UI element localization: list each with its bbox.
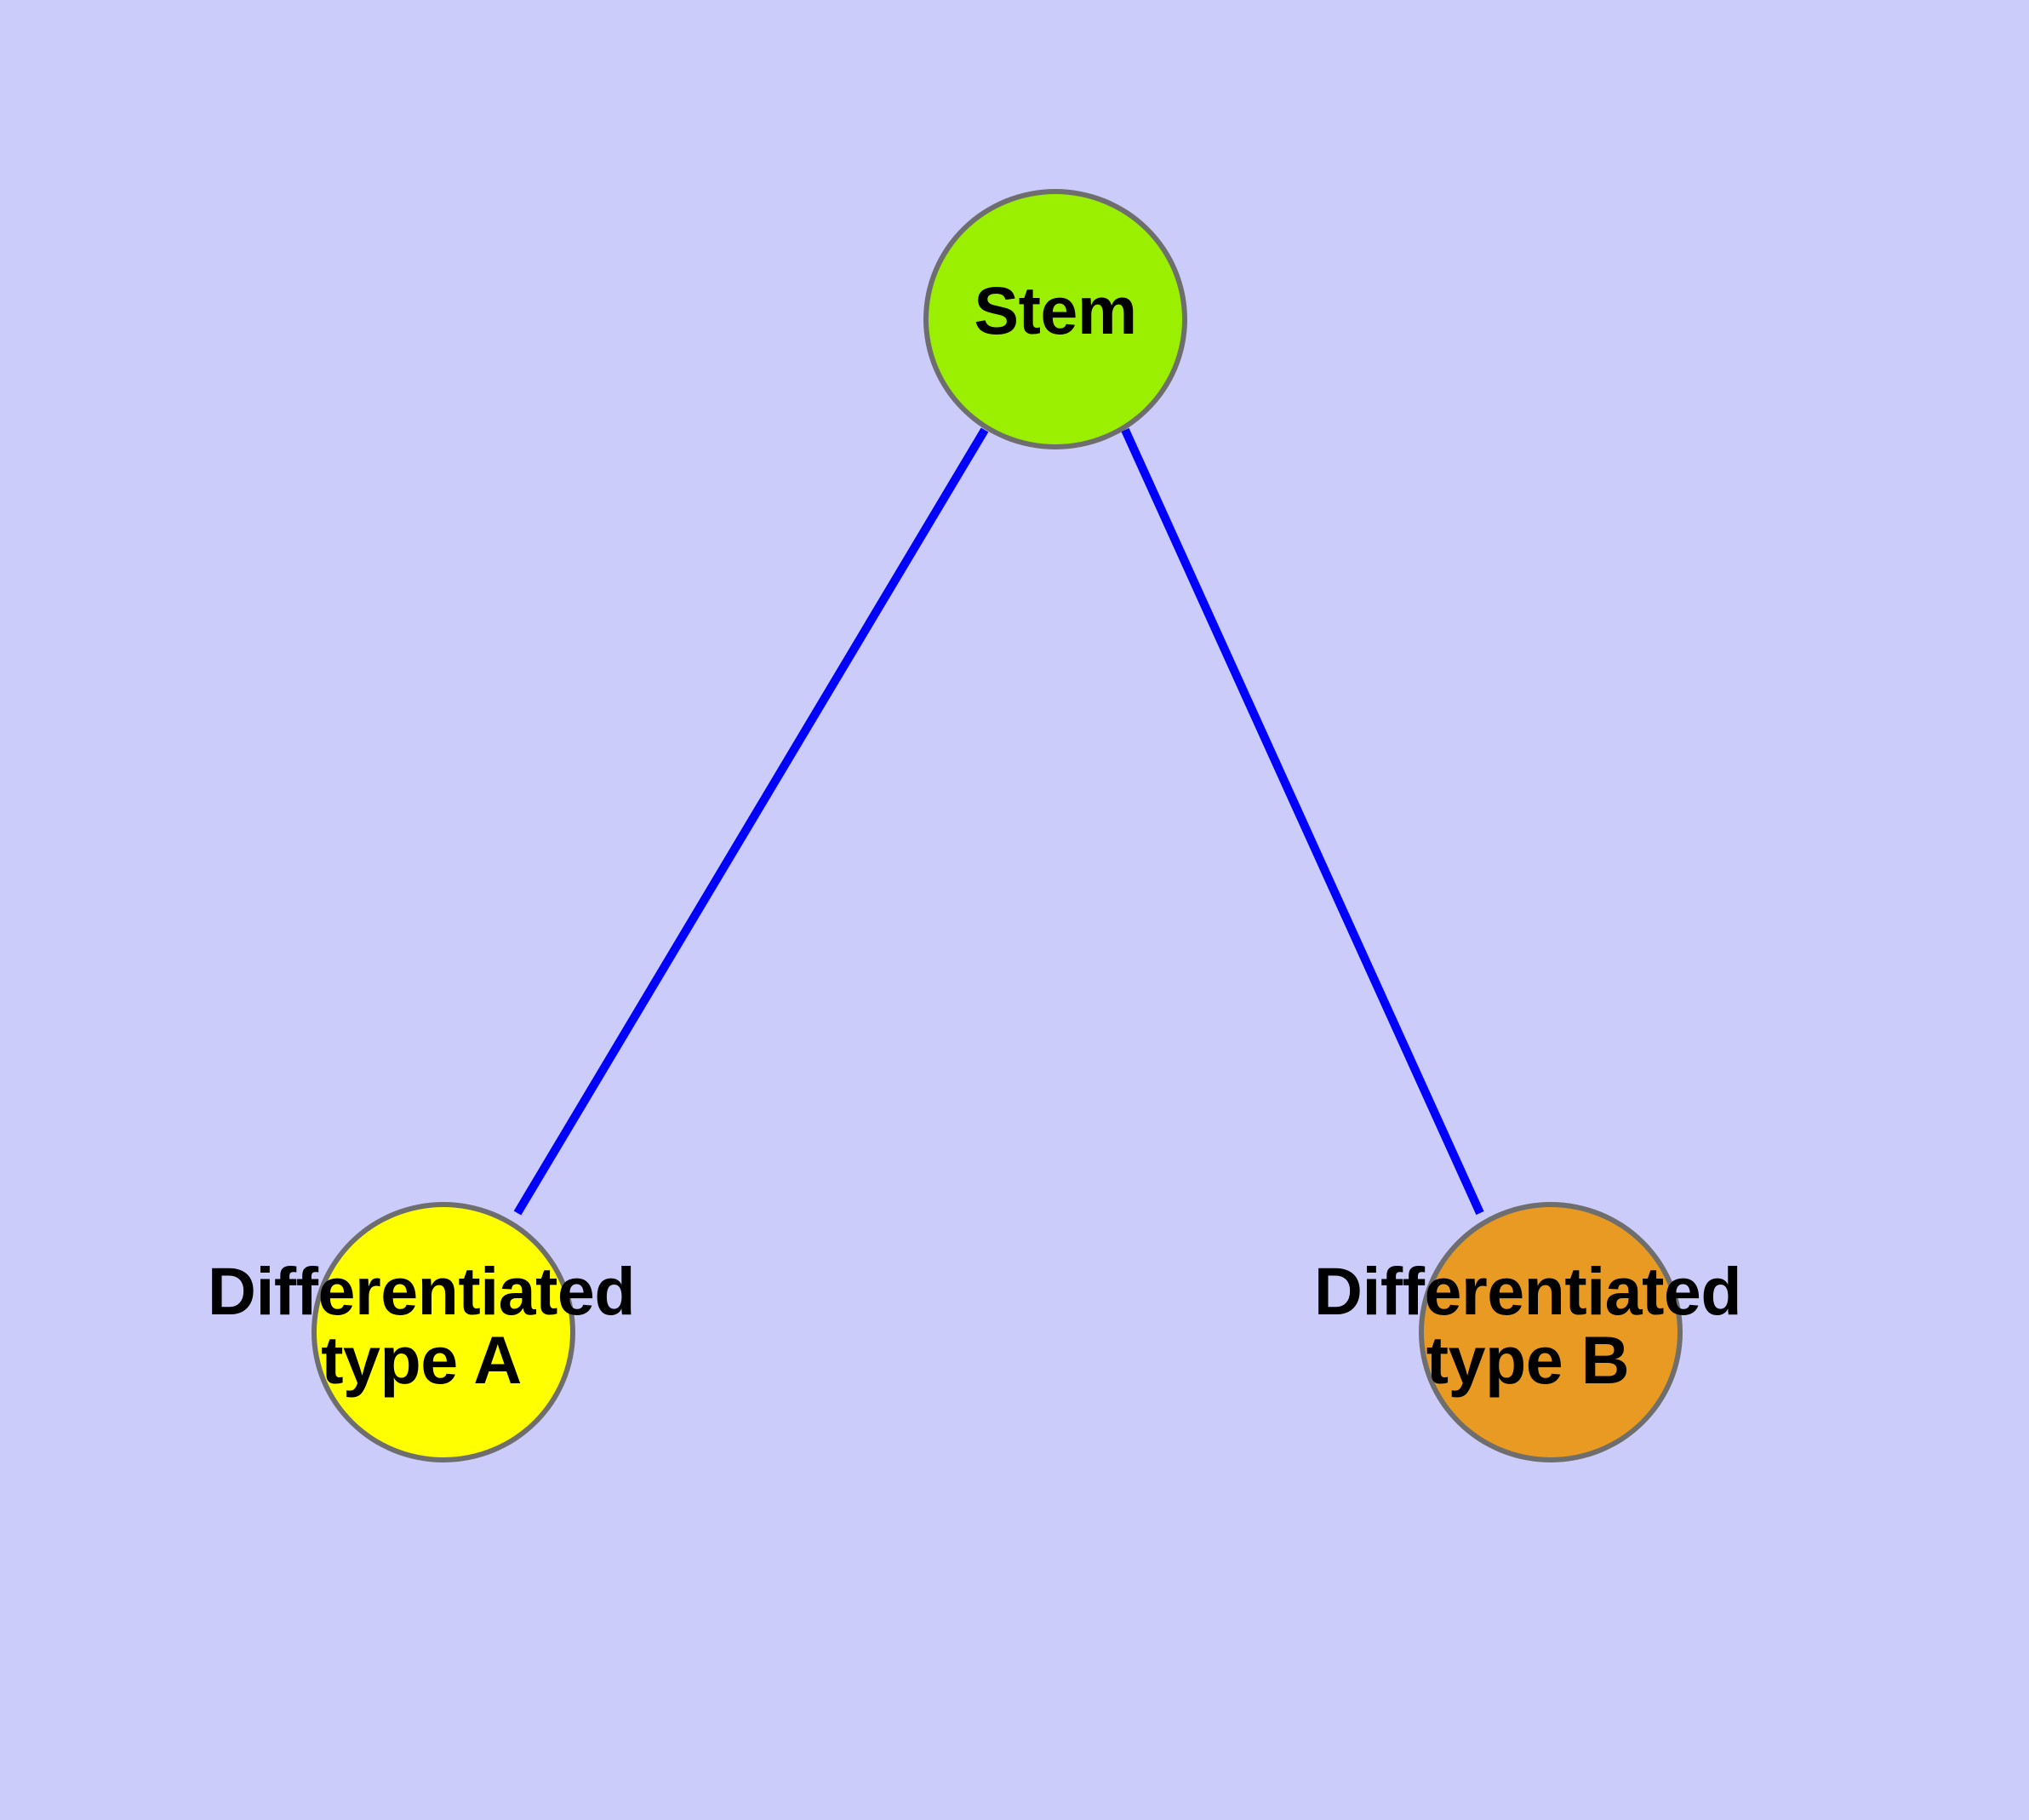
edge-stem-to-differentiated-type-a — [513, 427, 989, 1216]
node-differentiated-type-b[interactable] — [1419, 1202, 1683, 1462]
edge-stem-to-differentiated-type-b — [1121, 427, 1484, 1216]
node-differentiated-type-a[interactable] — [311, 1202, 575, 1462]
node-stem[interactable] — [923, 189, 1187, 449]
